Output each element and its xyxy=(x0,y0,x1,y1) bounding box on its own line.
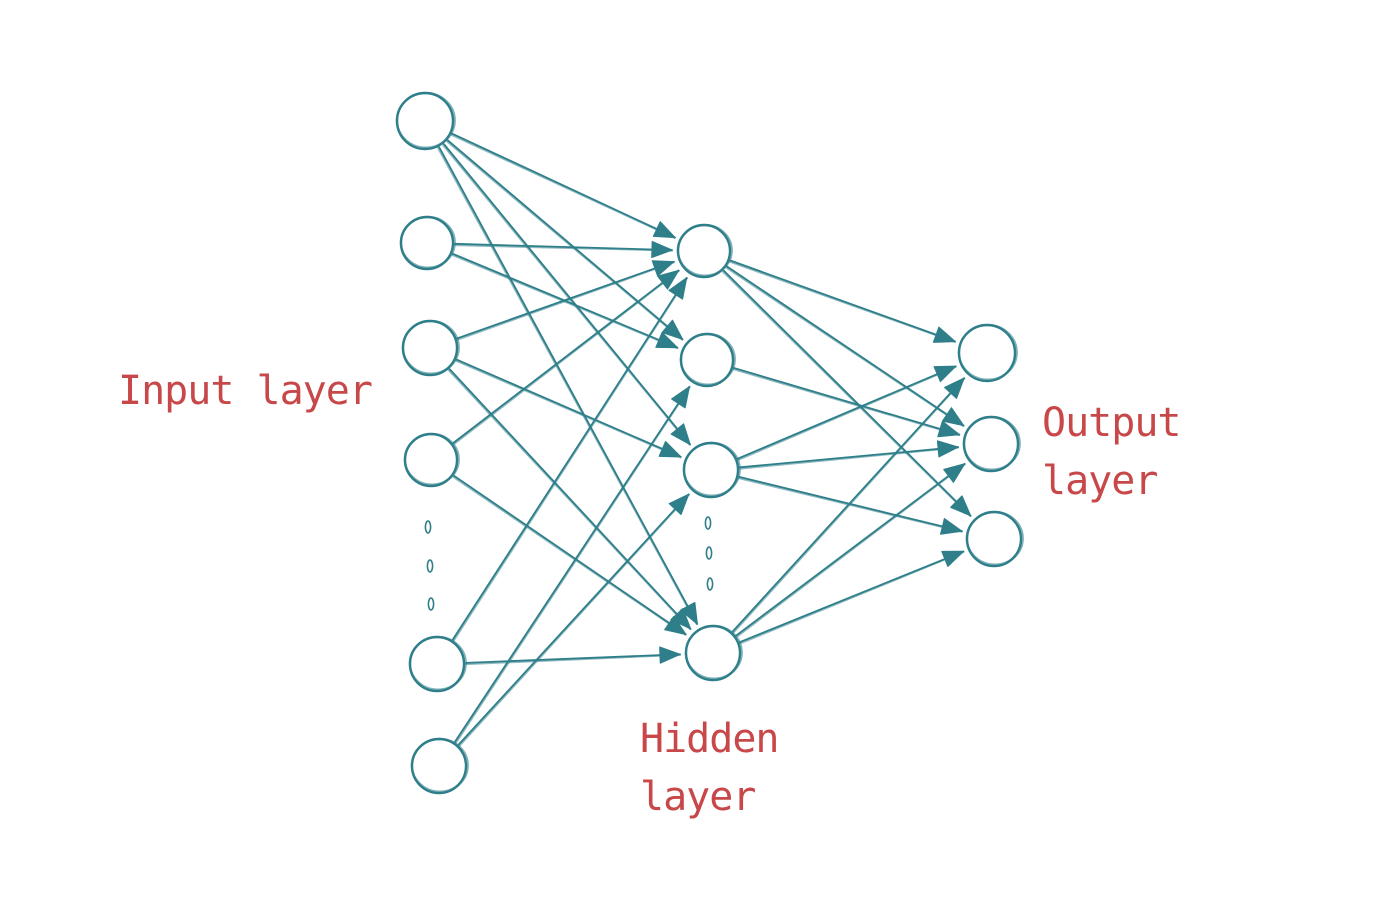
connection-sketch-i3-h4 xyxy=(447,369,692,631)
arrowhead-i4-h1 xyxy=(657,269,680,290)
connection-sketch-i1-h1 xyxy=(450,134,676,239)
input-ellipsis-dot xyxy=(427,597,435,611)
arrowhead-h4-o1 xyxy=(944,377,965,399)
arrowhead-i5-h4 xyxy=(659,646,681,664)
arrowhead-i2-h1 xyxy=(651,240,673,259)
input-node-sketch-i4 xyxy=(403,432,460,486)
connection-sketch-h4-o3 xyxy=(739,551,965,645)
arrowhead-i2-h2 xyxy=(655,331,679,349)
hidden-layer-label: Hidden layer xyxy=(640,716,780,820)
arrowhead-i1-h1 xyxy=(652,221,676,239)
connection-sketch-i1-h4 xyxy=(437,147,698,626)
connection-sketch-i5-h1 xyxy=(453,277,689,642)
hidden-ellipsis-dot xyxy=(705,546,713,560)
connection-sketch-i5-h4 xyxy=(465,654,681,666)
connection-sketch-i2-h1 xyxy=(454,244,673,252)
output-layer-label: Output layer xyxy=(1042,400,1182,504)
arrowhead-i1-h3 xyxy=(670,423,691,446)
connection-sketch-i6-h3 xyxy=(458,493,691,747)
input-ellipsis-dot xyxy=(424,520,432,534)
connection-sketch-i4-h1 xyxy=(453,270,680,445)
hidden-node-sketch-h2 xyxy=(679,332,736,386)
connection-sketch-h3-o1 xyxy=(737,365,957,461)
arrowhead-h4-o3 xyxy=(941,550,965,567)
input-node-sketch-i6 xyxy=(410,737,469,793)
connection-sketch-i3-h1 xyxy=(456,261,675,341)
input-node-sketch-i1 xyxy=(395,91,456,149)
hidden-node-sketch-h3 xyxy=(682,441,741,497)
connection-sketch-h4-o2 xyxy=(736,463,966,638)
arrowhead-i3-h3 xyxy=(658,440,682,458)
hidden-ellipsis-dot xyxy=(704,516,712,530)
arrowhead-i4-h4 xyxy=(664,615,687,635)
connection-sketch-i1-h3 xyxy=(442,144,691,446)
connection-sketch-h3-o2 xyxy=(739,446,960,470)
input-node-sketch-i2 xyxy=(399,215,456,269)
arrowhead-h1-o1 xyxy=(932,326,956,343)
arrowhead-h3-o2 xyxy=(936,440,959,458)
input-node-sketch-i3 xyxy=(401,319,460,375)
arrowhead-i3-h1 xyxy=(651,260,675,277)
arrowhead-i5-h1 xyxy=(668,277,688,300)
arrowhead-i1-h4 xyxy=(680,601,698,625)
arrowhead-i3-h4 xyxy=(670,608,692,630)
connection-sketch-i1-h2 xyxy=(446,140,684,341)
arrowhead-i6-h3 xyxy=(668,493,690,516)
input-ellipsis-dot xyxy=(426,559,434,573)
connection-sketch-i6-h2 xyxy=(455,386,691,744)
hidden-ellipsis-dot xyxy=(706,577,714,591)
ellipsis-group xyxy=(424,516,714,611)
output-node-sketch-o1 xyxy=(957,323,1018,381)
connection-sketch-h1-o1 xyxy=(728,260,956,343)
arrowhead-h1-o3 xyxy=(950,495,972,517)
hidden-node-sketch-h1 xyxy=(676,223,733,277)
nodes-group xyxy=(395,91,1024,795)
connection-sketch-h1-o2 xyxy=(725,266,965,427)
arrowhead-h2-o2 xyxy=(937,420,960,438)
arrowhead-i6-h2 xyxy=(671,386,690,409)
output-node-sketch-o3 xyxy=(965,510,1024,566)
arrowhead-h1-o2 xyxy=(941,407,965,427)
connection-sketch-h1-o3 xyxy=(721,270,972,518)
output-node-sketch-o2 xyxy=(962,415,1021,471)
arrowhead-i1-h2 xyxy=(661,319,684,340)
arrowheads-group xyxy=(651,221,972,664)
arrowhead-h3-o3 xyxy=(940,518,963,535)
connection-sketch-i3-h3 xyxy=(455,359,682,459)
input-layer-label: Input layer xyxy=(118,368,373,414)
connection-sketch-i4-h4 xyxy=(452,476,687,636)
hidden-node-sketch-h4 xyxy=(684,624,743,680)
arrowhead-h4-o2 xyxy=(943,463,966,483)
connection-sketch-h4-o1 xyxy=(732,377,966,634)
input-node-sketch-i5 xyxy=(408,635,467,691)
connections-group xyxy=(437,132,972,747)
arrowhead-h3-o1 xyxy=(933,365,957,383)
